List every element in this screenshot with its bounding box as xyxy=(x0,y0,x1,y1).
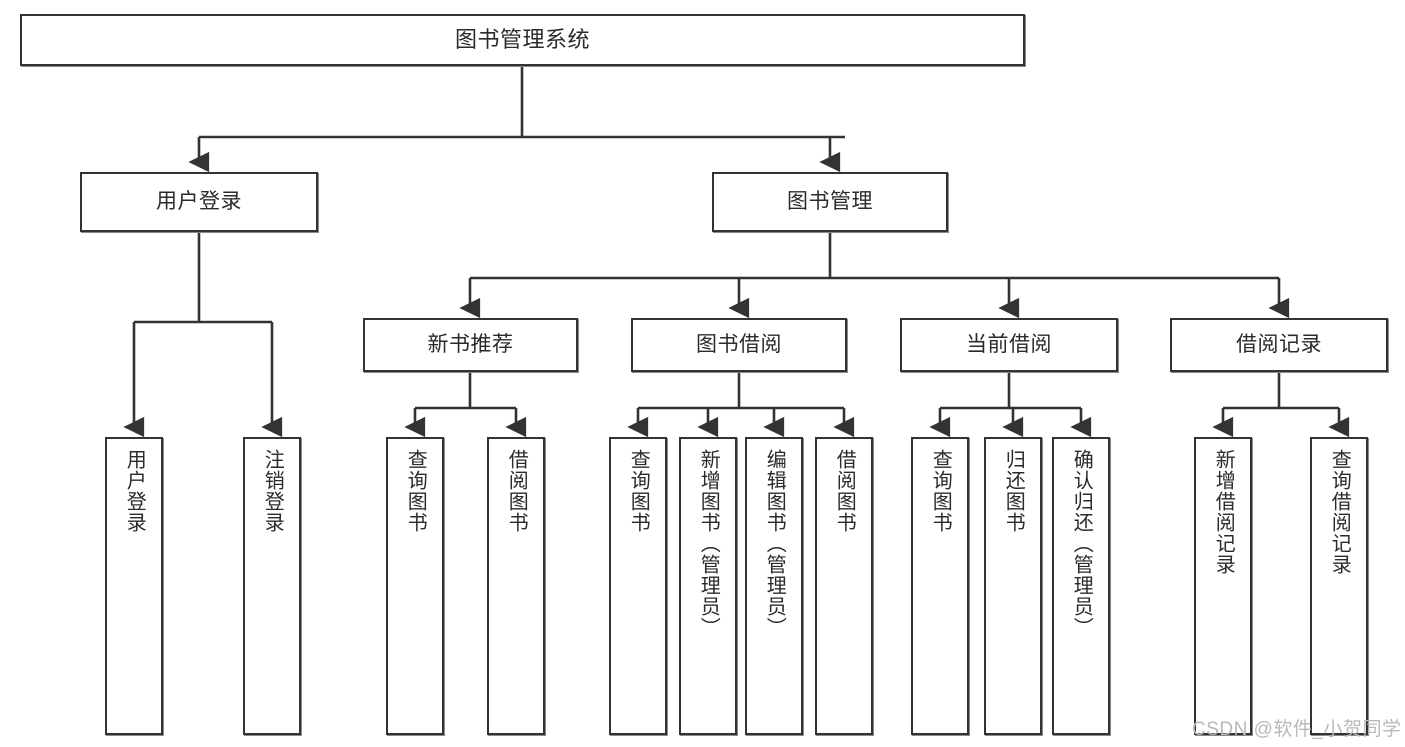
node-leaf-borrow-book-recommend[interactable]: 借阅图书 xyxy=(487,437,545,735)
node-leaf-user-login[interactable]: 用户登录 xyxy=(105,437,163,735)
node-new-book-recommend[interactable]: 新书推荐 xyxy=(363,318,578,372)
node-label: 借阅图书 xyxy=(833,449,856,533)
node-label: 借阅记录 xyxy=(1236,333,1322,357)
node-label: 用户登录 xyxy=(123,449,146,533)
node-leaf-query-book-borrow[interactable]: 查询图书 xyxy=(609,437,667,735)
node-label: 归还图书 xyxy=(1002,449,1025,533)
node-book-borrow[interactable]: 图书借阅 xyxy=(631,318,847,372)
node-leaf-edit-book-admin[interactable]: 编辑图书（管理员） xyxy=(745,437,803,735)
node-leaf-query-borrow-record[interactable]: 查询借阅记录 xyxy=(1310,437,1368,735)
node-label: 图书管理系统 xyxy=(454,26,590,52)
node-book-management-system[interactable]: 图书管理系统 xyxy=(20,14,1025,66)
node-label: 确认归还（管理员） xyxy=(1070,449,1093,638)
node-label: 查询借阅记录 xyxy=(1328,449,1351,575)
node-label: 新增借阅记录 xyxy=(1212,449,1235,575)
node-label: 编辑图书（管理员） xyxy=(763,449,786,638)
node-leaf-add-borrow-record[interactable]: 新增借阅记录 xyxy=(1194,437,1252,735)
node-label: 查询图书 xyxy=(929,449,952,533)
node-leaf-query-book-recommend[interactable]: 查询图书 xyxy=(386,437,444,735)
csdn-watermark: CSDN @软件_小贺同学 xyxy=(1192,719,1402,740)
node-leaf-return-book[interactable]: 归还图书 xyxy=(984,437,1042,735)
node-current-borrow[interactable]: 当前借阅 xyxy=(900,318,1118,372)
node-label: 借阅图书 xyxy=(505,449,528,533)
node-label: 新增图书（管理员） xyxy=(697,449,720,638)
node-label: 用户登录 xyxy=(156,190,242,214)
node-label: 查询图书 xyxy=(627,449,650,533)
node-leaf-query-book-current[interactable]: 查询图书 xyxy=(911,437,969,735)
node-label: 查询图书 xyxy=(404,449,427,533)
node-leaf-borrow-book[interactable]: 借阅图书 xyxy=(815,437,873,735)
node-leaf-confirm-return-admin[interactable]: 确认归还（管理员） xyxy=(1052,437,1110,735)
node-label: 注销登录 xyxy=(261,449,284,533)
node-label: 当前借阅 xyxy=(966,333,1052,357)
node-label: 图书借阅 xyxy=(696,333,782,357)
node-leaf-add-book-admin[interactable]: 新增图书（管理员） xyxy=(679,437,737,735)
node-borrow-record[interactable]: 借阅记录 xyxy=(1170,318,1388,372)
node-book-management[interactable]: 图书管理 xyxy=(712,172,948,232)
node-leaf-user-logout[interactable]: 注销登录 xyxy=(243,437,301,735)
node-label: 图书管理 xyxy=(787,190,873,214)
node-user-login[interactable]: 用户登录 xyxy=(80,172,318,232)
node-label: 新书推荐 xyxy=(427,333,514,357)
